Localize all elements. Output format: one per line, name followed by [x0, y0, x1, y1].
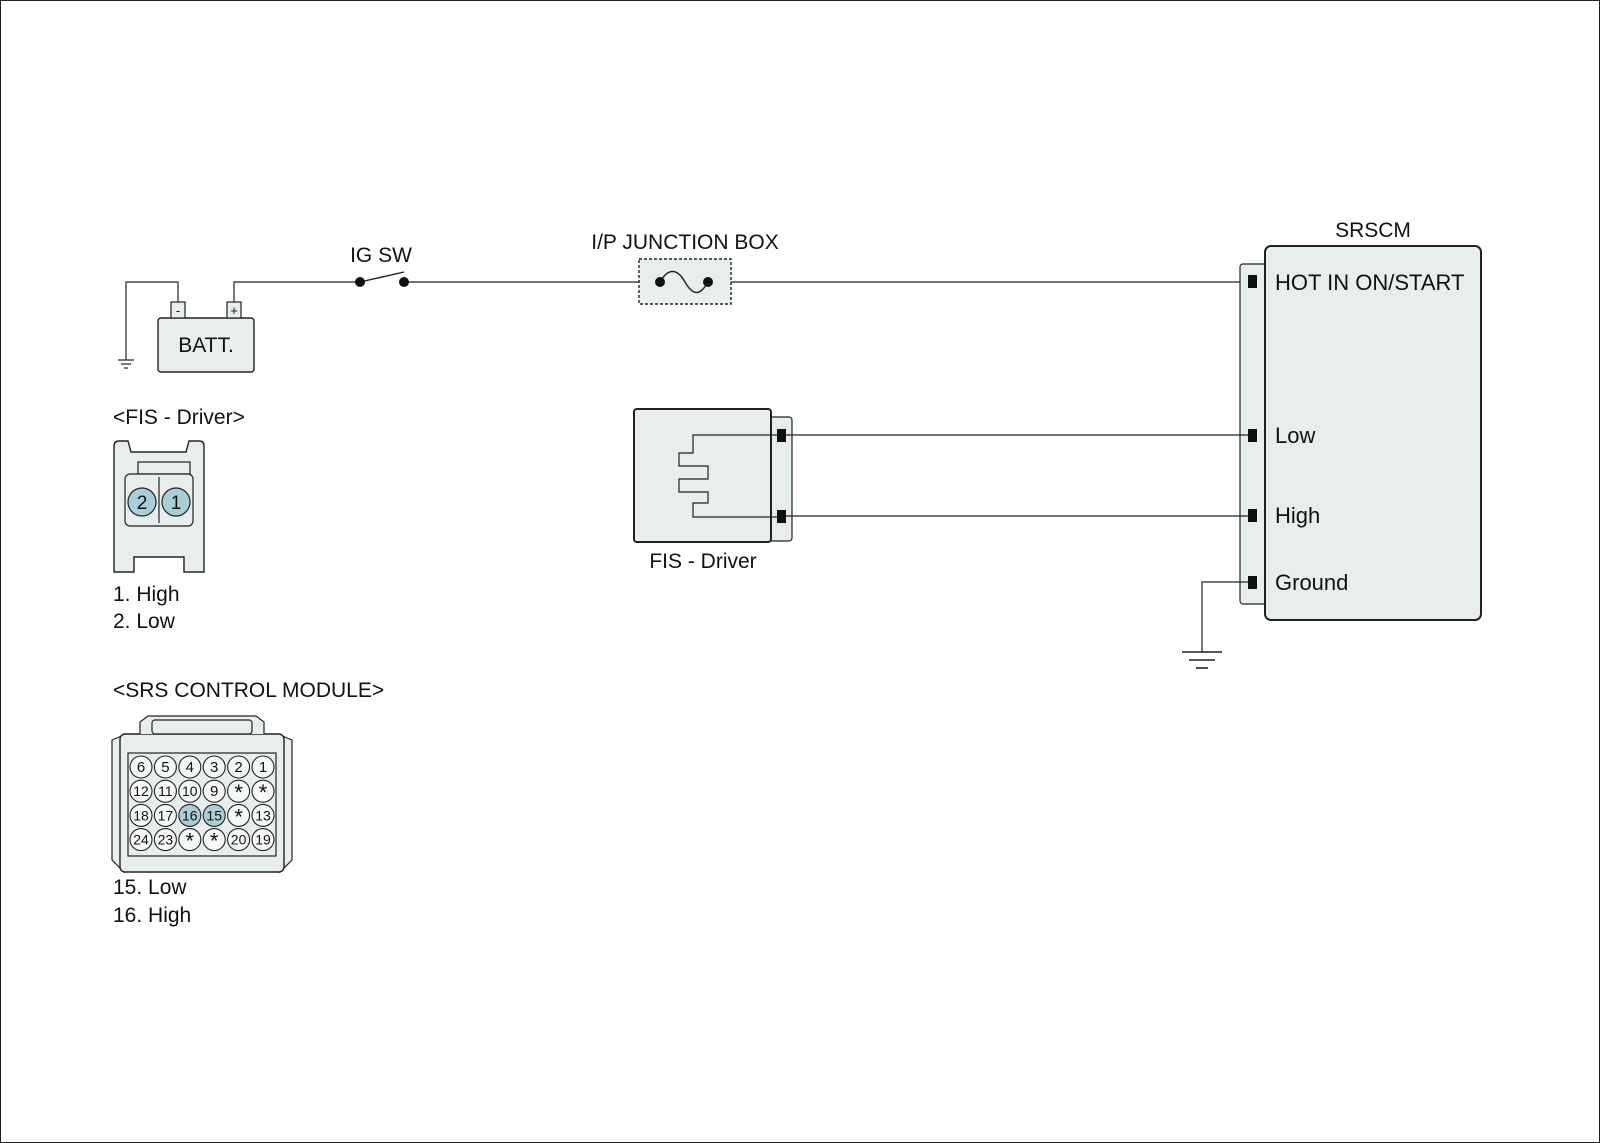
fis-connector-title: <FIS - Driver>: [113, 406, 245, 429]
srs-pin-empty: [227, 803, 251, 827]
srscm-low-label: Low: [1275, 423, 1315, 448]
fis-connector: 2 1: [113, 440, 205, 573]
srs-pin-11: [153, 779, 177, 803]
srs-pin-label: 13: [255, 807, 271, 823]
srs-pin-empty: [202, 828, 226, 852]
fis-pin-2-label: 2: [137, 493, 148, 514]
fis-driver-unit: FIS - Driver: [633, 408, 793, 573]
srs-pin-label: 17: [158, 807, 174, 823]
battery-positive-sign: +: [230, 303, 238, 318]
srs-pin-10: [178, 779, 202, 803]
srs-pin-label: 11: [158, 783, 173, 799]
srs-pin-label: 24: [133, 832, 149, 848]
srs-legend-1: 15. Low: [113, 876, 187, 899]
srs-pin-4: [178, 755, 202, 779]
fis-pin-1-label: 1: [171, 493, 182, 514]
fis-legend-2: 2. Low: [113, 610, 176, 633]
ig-switch-label: IG SW: [350, 244, 412, 267]
srscm-module: SRSCM HOT IN ON/START Low High Ground: [1239, 219, 1482, 621]
srs-pin-label: 4: [186, 759, 194, 776]
fis-pin-2: [127, 487, 157, 517]
fis-driver-label: FIS - Driver: [649, 550, 756, 573]
power-wire: [233, 281, 1240, 302]
srs-pin-18: [129, 803, 153, 827]
battery-ground: [118, 281, 179, 369]
srs-pin-label: 12: [133, 783, 149, 799]
srs-pin-label: 1: [259, 759, 267, 776]
srs-pin-23: [153, 828, 177, 852]
srs-pin-label: 15: [206, 807, 222, 823]
srs-legend-2: 16. High: [113, 904, 191, 927]
battery-negative-sign: -: [176, 303, 180, 318]
srs-pin-label: *: [234, 780, 243, 805]
srs-pin-label: 3: [210, 759, 218, 776]
fis-pin-1: [161, 487, 191, 517]
srscm-ground-wire: [1182, 581, 1248, 669]
srs-pin-empty: [178, 828, 202, 852]
srs-pin-label: 19: [255, 832, 271, 848]
srs-pin-1: [251, 755, 275, 779]
fis-pin-high: [777, 510, 786, 523]
srscm-pin-low: [1248, 429, 1257, 442]
srscm-pin-ground: [1248, 576, 1257, 589]
srs-pin-label: 23: [158, 832, 174, 848]
battery: - + BATT.: [157, 301, 255, 373]
srs-pin-label: *: [259, 780, 268, 805]
junction-box: I/P JUNCTION BOX: [591, 231, 779, 305]
srs-pin-17: [153, 803, 177, 827]
srs-pin-label: 6: [137, 759, 145, 776]
battery-label: BATT.: [178, 334, 234, 357]
fis-pin-low: [777, 429, 786, 442]
srs-pin-empty: [227, 779, 251, 803]
srs-pin-label: 16: [182, 807, 198, 823]
fis-legend-1: 1. High: [113, 583, 180, 606]
srs-pin-empty: [251, 779, 275, 803]
srs-pin-label: 5: [161, 759, 169, 776]
srs-pin-13: [251, 803, 275, 827]
srs-pin-9: [202, 779, 226, 803]
srs-pin-label: 20: [231, 832, 247, 848]
srs-pin-label: 10: [182, 783, 198, 799]
srscm-pin-high: [1248, 509, 1257, 522]
srscm-high-label: High: [1275, 503, 1320, 528]
srs-connector-title: <SRS CONTROL MODULE>: [113, 679, 384, 702]
srs-pin-19: [251, 828, 275, 852]
srs-pin-label: 18: [133, 807, 149, 823]
srs-pin-label: *: [210, 829, 219, 854]
srs-pin-2: [227, 755, 251, 779]
srs-pin-label: *: [186, 829, 195, 854]
srs-pin-20: [227, 828, 251, 852]
srs-pin-15: [202, 803, 226, 827]
srs-pin-label: 2: [234, 759, 242, 776]
srscm-title: SRSCM: [1335, 219, 1411, 242]
srscm-hot-label: HOT IN ON/START: [1275, 270, 1464, 295]
srs-pin-6: [129, 755, 153, 779]
srscm-pin-hot: [1248, 275, 1257, 288]
ig-switch: IG SW: [350, 244, 412, 287]
srs-pin-label: *: [234, 804, 243, 829]
srs-pin-label: 9: [210, 783, 218, 800]
junction-box-label: I/P JUNCTION BOX: [591, 231, 778, 254]
srs-pin-24: [129, 828, 153, 852]
srs-pin-3: [202, 755, 226, 779]
srs-pin-16: [178, 803, 202, 827]
srs-pin-12: [129, 779, 153, 803]
srscm-ground-label: Ground: [1275, 570, 1348, 595]
srs-pin-5: [153, 755, 177, 779]
signal-wires: [786, 434, 1248, 517]
